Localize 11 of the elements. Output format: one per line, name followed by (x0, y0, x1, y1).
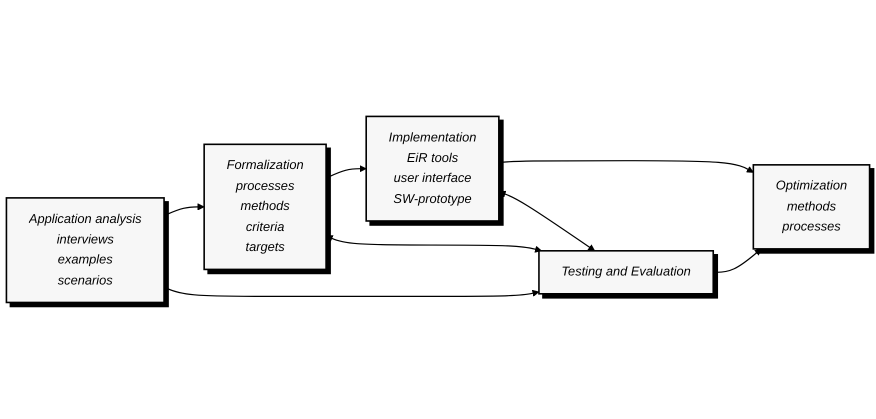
arrow (164, 286, 540, 298)
node-box: Optimization methods processes (752, 164, 870, 250)
arrow (326, 235, 542, 253)
node-box: Formalization processes methods criteria targets (203, 144, 327, 270)
arrow (498, 190, 596, 252)
node-box: Implementation EiR tools user interface SW-prototype (365, 116, 500, 222)
node-box: Testing and Evaluation (538, 250, 714, 295)
arrow (498, 160, 754, 173)
arrow (326, 165, 367, 179)
arrow (164, 203, 204, 216)
arrow (713, 248, 762, 273)
